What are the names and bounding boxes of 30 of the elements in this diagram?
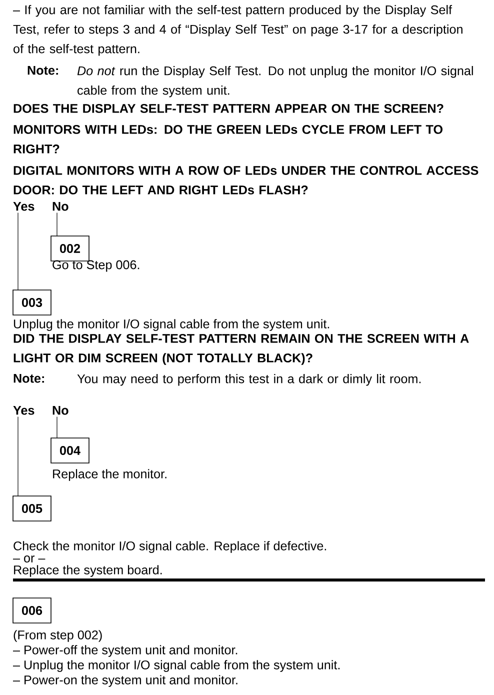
instruction-text: Do not run the Display Self Test. Do not unplug the monitor I/O signal cable from the system unit. <box>77 66 473 98</box>
step-number-box: 004 <box>50 438 90 464</box>
step-text: – or – <box>13 556 46 562</box>
question-text: DOES THE DISPLAY SELF-TEST PATTERN APPEAR ON THE SCREEN? <box>14 104 444 113</box>
step-text: Replace the monitor. <box>53 469 166 481</box>
note-label: Note: <box>14 374 44 383</box>
answer-label: Yes <box>13 406 34 415</box>
step-number-box: 002 <box>50 236 90 262</box>
step-text: – Power-on the system unit and monitor. <box>13 675 238 687</box>
question-text: DID THE DISPLAY SELF-TEST PATTERN REMAIN ON THE SCREEN WITH A LIGHT OR DIM SCREEN (NOT TOTALLY BLACK)? <box>14 334 469 365</box>
step-number-box: 006 <box>12 598 52 624</box>
instruction-text: You may need to perform this test in a dark or dimly lit room. <box>77 374 421 386</box>
answer-label: Yes <box>13 202 34 211</box>
answer-label: No <box>52 202 68 211</box>
step-number-box: 003 <box>12 290 52 316</box>
connector-line <box>56 416 58 438</box>
step-text: (From step 002) <box>14 630 102 642</box>
note-label: Note: <box>28 66 58 75</box>
step-text: Replace the system board. <box>14 565 162 577</box>
step-text: Check the monitor I/O signal cable. Replace if defective. <box>14 541 326 553</box>
answer-label: No <box>52 406 68 415</box>
step-text: Go to Step 006. <box>52 260 140 272</box>
step-number-box: 005 <box>12 496 52 522</box>
step-text: – Power-off the system unit and monitor. <box>13 645 238 657</box>
step-text: Unplug the monitor I/O signal cable from the system unit. <box>14 319 330 331</box>
connector-line <box>56 212 58 236</box>
instruction-text: – If you are not familiar with the self-test pattern produced by the Display Self Test, refer to steps 3 and 4 of “Display Self Test” on page 3-17 for a description of the self-test pattern. <box>13 5 462 56</box>
question-text: MONITORS WITH LEDs: DO THE GREEN LEDs CYCLE FROM LEFT TO RIGHT? <box>14 125 442 154</box>
question-text: DIGITAL MONITORS WITH A ROW OF LEDs UNDER THE CONTROL ACCESS DOOR: DO THE LEFT AND RIGHT LEDs FLASH? <box>14 166 478 194</box>
step-text: – Unplug the monitor I/O signal cable from the system unit. <box>13 660 340 672</box>
